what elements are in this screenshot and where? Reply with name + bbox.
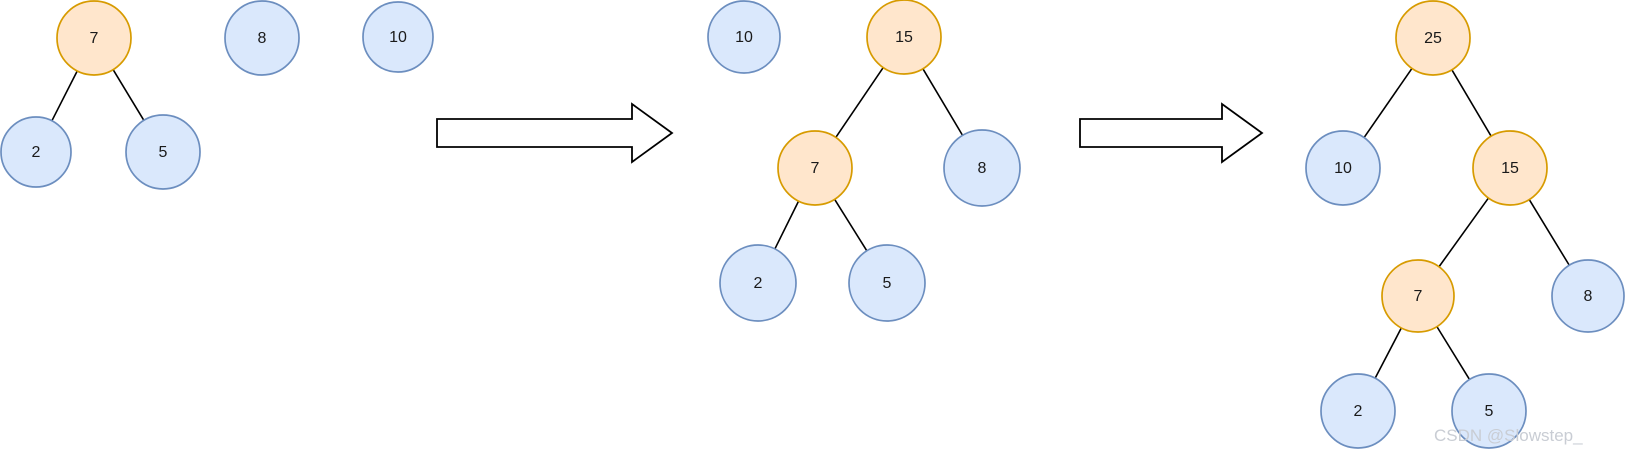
- node-circle-5[interactable]: [848, 244, 926, 322]
- tree-edge-s3-15-s3-8: [1528, 199, 1570, 266]
- node-circle-7[interactable]: [777, 130, 853, 206]
- initial-forest-edges: [51, 69, 145, 122]
- watermark-label: CSDN @Slowstep_: [1434, 426, 1583, 445]
- tree-node-7[interactable]: 7: [56, 0, 132, 76]
- tree-node-7[interactable]: 7: [777, 130, 853, 206]
- node-circle-8[interactable]: [943, 129, 1021, 207]
- node-circle-5[interactable]: [1451, 373, 1527, 449]
- node-circle-7[interactable]: [1381, 259, 1455, 333]
- tree-node-10[interactable]: 10: [707, 0, 781, 74]
- node-circle-2[interactable]: [0, 116, 72, 188]
- tree-node-25[interactable]: 25: [1395, 0, 1471, 76]
- tree-edge-s3-7-s3-5: [1436, 326, 1471, 380]
- tree-edge-s2-15-s2-8: [922, 68, 964, 136]
- tree-edge-s3-15-s3-7: [1438, 197, 1490, 268]
- merge-arrow-2: [1079, 102, 1264, 164]
- tree-edge-s3-7-s3-2: [1374, 327, 1403, 379]
- tree-edge-s2-15-s2-7: [835, 67, 884, 138]
- tree-node-15[interactable]: 15: [866, 0, 942, 75]
- tree-edge-s2-7-s2-2: [774, 200, 800, 250]
- merge-arrow-1: [436, 102, 674, 164]
- tree-node-2[interactable]: 2: [719, 244, 797, 322]
- tree-node-8[interactable]: 8: [224, 0, 300, 76]
- node-circle-10[interactable]: [362, 1, 434, 73]
- node-circle-5[interactable]: [125, 114, 201, 190]
- tree-node-10[interactable]: 10: [362, 1, 434, 73]
- node-circle-25[interactable]: [1395, 0, 1471, 76]
- tree-node-8[interactable]: 8: [1551, 259, 1625, 333]
- tree-node-8[interactable]: 8: [943, 129, 1021, 207]
- tree-node-5[interactable]: 5: [125, 114, 201, 190]
- tree-node-2[interactable]: 2: [1320, 373, 1396, 449]
- tree-edge-s3-25-s3-10: [1363, 67, 1413, 139]
- node-circle-15[interactable]: [866, 0, 942, 75]
- node-circle-2[interactable]: [1320, 373, 1396, 449]
- tree-node-15[interactable]: 15: [1472, 130, 1548, 206]
- node-circle-8[interactable]: [1551, 259, 1625, 333]
- tree-edge-s3-25-s3-15: [1451, 69, 1492, 137]
- tree-node-7[interactable]: 7: [1381, 259, 1455, 333]
- tree-edge-s2-7-s2-5: [833, 198, 868, 252]
- node-circle-7[interactable]: [56, 0, 132, 76]
- tree-edge-s1-7-s1-5: [112, 69, 145, 121]
- after-second-merge-edges: [1363, 67, 1570, 380]
- tree-node-2[interactable]: 2: [0, 116, 72, 188]
- tree-node-10[interactable]: 10: [1305, 130, 1381, 206]
- node-circle-2[interactable]: [719, 244, 797, 322]
- tree-edge-s1-7-s1-2: [51, 70, 78, 122]
- node-circle-10[interactable]: [707, 0, 781, 74]
- node-circle-15[interactable]: [1472, 130, 1548, 206]
- tree-node-5[interactable]: 5: [848, 244, 926, 322]
- node-circle-8[interactable]: [224, 0, 300, 76]
- after-first-merge-edges: [774, 67, 964, 252]
- node-circle-10[interactable]: [1305, 130, 1381, 206]
